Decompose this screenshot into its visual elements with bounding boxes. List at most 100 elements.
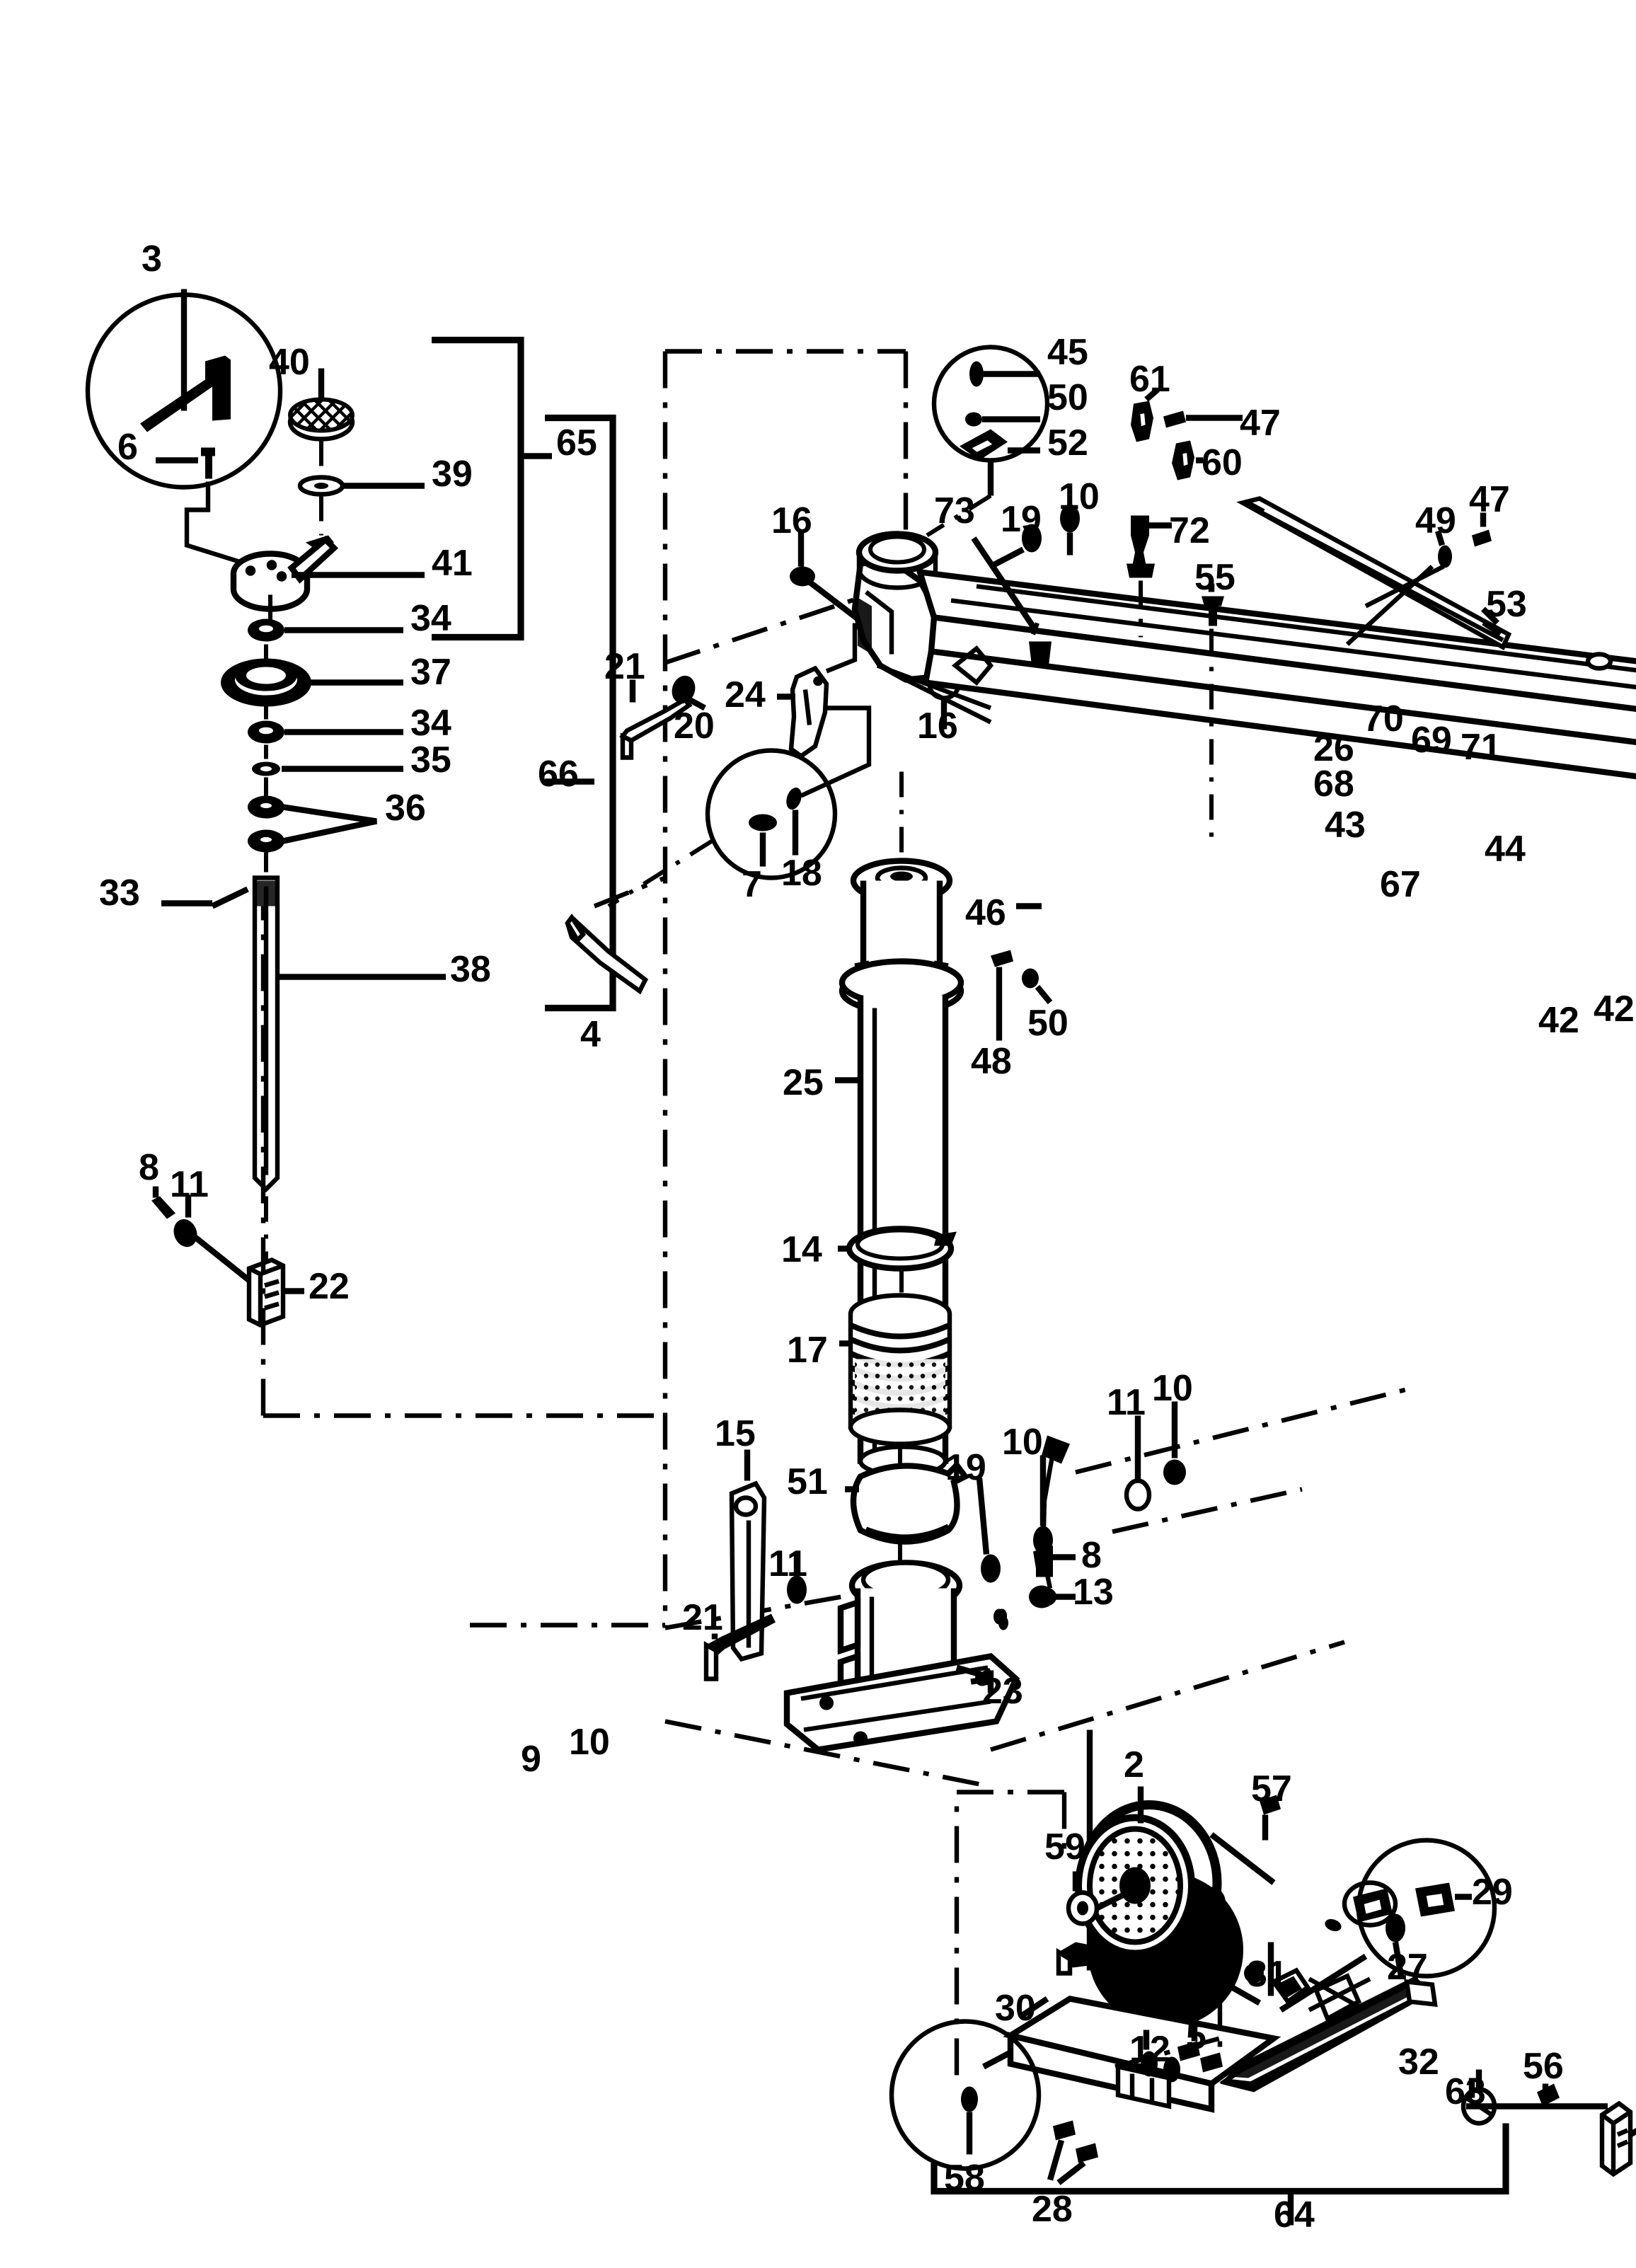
callout-19-base: 19	[945, 1447, 986, 1488]
callout-8-right: 8	[1081, 1535, 1102, 1576]
callout-33: 33	[99, 873, 140, 914]
callout-8-left: 8	[139, 1147, 159, 1188]
part-20-pin	[672, 675, 707, 711]
callout-37: 37	[410, 652, 451, 693]
callout-11-left: 11	[170, 1164, 209, 1205]
callout-10-arm: 10	[1059, 476, 1100, 517]
callout-57: 57	[1251, 1768, 1292, 1809]
part-28-screws	[1047, 2120, 1098, 2185]
part-61-clip	[1131, 387, 1160, 442]
part-34-washer-lower	[248, 720, 403, 744]
callout-18: 18	[781, 853, 822, 894]
callout-73: 73	[934, 490, 975, 531]
part-23-base	[783, 1560, 1020, 1753]
part-21-pin-upper	[619, 679, 693, 760]
part-37-bearing	[221, 658, 403, 707]
callout-46: 46	[965, 892, 1006, 933]
part-19b	[997, 1608, 1007, 1623]
callout-31: 31	[1247, 1954, 1288, 1995]
callout-15: 15	[715, 1413, 756, 1454]
part-40-cap	[287, 368, 355, 442]
part-34-washer-upper	[248, 618, 403, 642]
callout-11-upperright: 11	[1107, 1382, 1146, 1423]
part-48-pin	[991, 950, 1013, 1041]
callout-43: 43	[1325, 805, 1366, 846]
part-36-nuts	[248, 795, 377, 853]
part-6-screw	[156, 447, 215, 479]
callout-39: 39	[432, 454, 473, 495]
detail-bubble-3	[85, 289, 283, 490]
callout-50-bubble: 50	[1047, 377, 1088, 418]
part-51-clamp	[845, 1461, 970, 1545]
part-35-washer	[252, 761, 403, 776]
part-8-bolt-left	[151, 1186, 175, 1219]
callout-53: 53	[1486, 584, 1527, 625]
callout-19-arm: 19	[1001, 499, 1042, 540]
callout-61: 61	[1129, 359, 1170, 400]
callout-11-base: 11	[768, 1543, 807, 1584]
callout-32: 32	[1398, 2042, 1439, 2083]
callout-38: 38	[450, 949, 491, 990]
callout-29: 29	[1472, 1872, 1513, 1913]
callout-42-a: 42	[1538, 1000, 1579, 1041]
callout-47-right: 47	[1469, 479, 1510, 520]
callout-34-upper: 34	[410, 598, 451, 639]
part-63-clip	[1466, 2078, 1633, 2177]
part-17-bellows	[839, 1293, 952, 1446]
callout-68: 68	[1313, 764, 1354, 805]
callout-23: 23	[982, 1671, 1023, 1712]
callout-4: 4	[580, 1014, 601, 1055]
callout-21-upper: 21	[604, 646, 645, 687]
part-14-oring	[838, 1226, 957, 1272]
callout-41: 41	[432, 543, 473, 584]
small-pins-base	[976, 1401, 1186, 1583]
part-24-cam-lever	[777, 665, 829, 759]
part-13-nut	[1029, 1585, 1076, 1608]
callout-10-bottomleft: 10	[569, 1722, 610, 1763]
callout-7: 7	[742, 864, 762, 905]
part-38-shaft	[161, 875, 446, 1193]
part-19-pin	[989, 524, 1042, 570]
part-50-clip	[1022, 968, 1053, 1005]
part-59-spacer	[1066, 1871, 1127, 1926]
callout-71: 71	[1461, 727, 1502, 768]
callout-25: 25	[783, 1062, 824, 1103]
callout-70: 70	[1363, 698, 1404, 739]
part-41-lever	[230, 535, 425, 612]
callout-17: 17	[787, 1330, 828, 1371]
callout-64: 64	[1274, 2194, 1315, 2235]
part-22-block	[246, 1257, 304, 1328]
callout-60: 60	[1202, 442, 1243, 483]
part-49-pin	[1345, 530, 1452, 646]
callout-48: 48	[971, 1041, 1012, 1082]
callout-59: 59	[1044, 1826, 1085, 1867]
callout-42-b: 42	[1594, 989, 1635, 1030]
part-31-bar	[1219, 1942, 1438, 2093]
callout-3: 3	[142, 238, 162, 280]
callout-10-upperright: 10	[1152, 1368, 1193, 1409]
callout-65: 65	[556, 422, 597, 464]
callout-67: 67	[1380, 864, 1421, 905]
part-53-rod	[1236, 496, 1512, 650]
callout-27: 27	[1387, 1947, 1428, 1988]
callout-69: 69	[1411, 720, 1452, 761]
callout-63: 63	[1445, 2071, 1486, 2112]
callout-58: 58	[944, 2158, 985, 2199]
callout-66: 66	[538, 754, 579, 795]
part-15-link	[729, 1449, 767, 1662]
callout-55: 55	[1194, 557, 1235, 598]
callout-16-arm: 16	[917, 706, 958, 747]
part-39-washer	[297, 475, 425, 497]
callout-49: 49	[1415, 500, 1456, 541]
callout-45: 45	[1047, 332, 1088, 373]
part-11-washer-left	[173, 1195, 254, 1285]
callout-56: 56	[1523, 2046, 1564, 2087]
callout-51: 51	[787, 1461, 828, 1502]
callout-16-left: 16	[771, 500, 812, 541]
callout-35: 35	[410, 739, 451, 781]
callout-28: 28	[1032, 2189, 1073, 2230]
callout-13: 13	[1073, 1572, 1114, 1613]
callout-34-lower: 34	[410, 703, 451, 744]
callout-20: 20	[674, 706, 715, 747]
callout-36: 36	[385, 788, 426, 829]
